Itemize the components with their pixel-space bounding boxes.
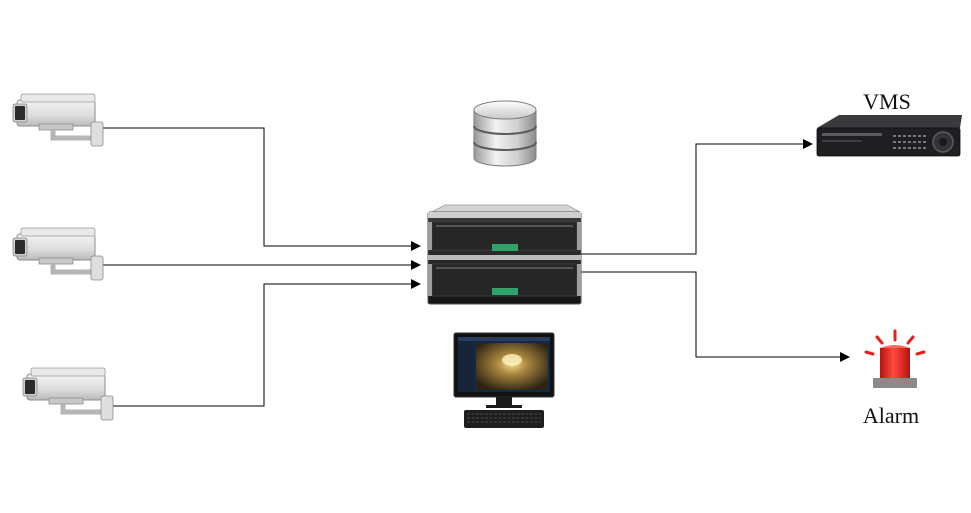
alarm-label: Alarm [863,403,919,428]
line-camera-bottom-to-server [113,279,421,407]
keyboard-icon [464,410,544,428]
network-video-recorder-icon [816,115,962,157]
rack-server-icon [427,204,582,305]
line-camera-top-to-server [103,127,421,251]
vms-label: VMS [863,89,911,114]
monitor-icon [453,332,555,408]
security-camera-icon [23,368,113,420]
line-server-to-alarm [581,271,850,362]
line-server-to-vms [581,139,813,255]
database-icon [473,100,537,167]
alarm-beacon-icon [864,329,926,388]
security-camera-icon [13,228,103,280]
security-camera-icon [13,94,103,146]
connection-lines [103,127,850,407]
